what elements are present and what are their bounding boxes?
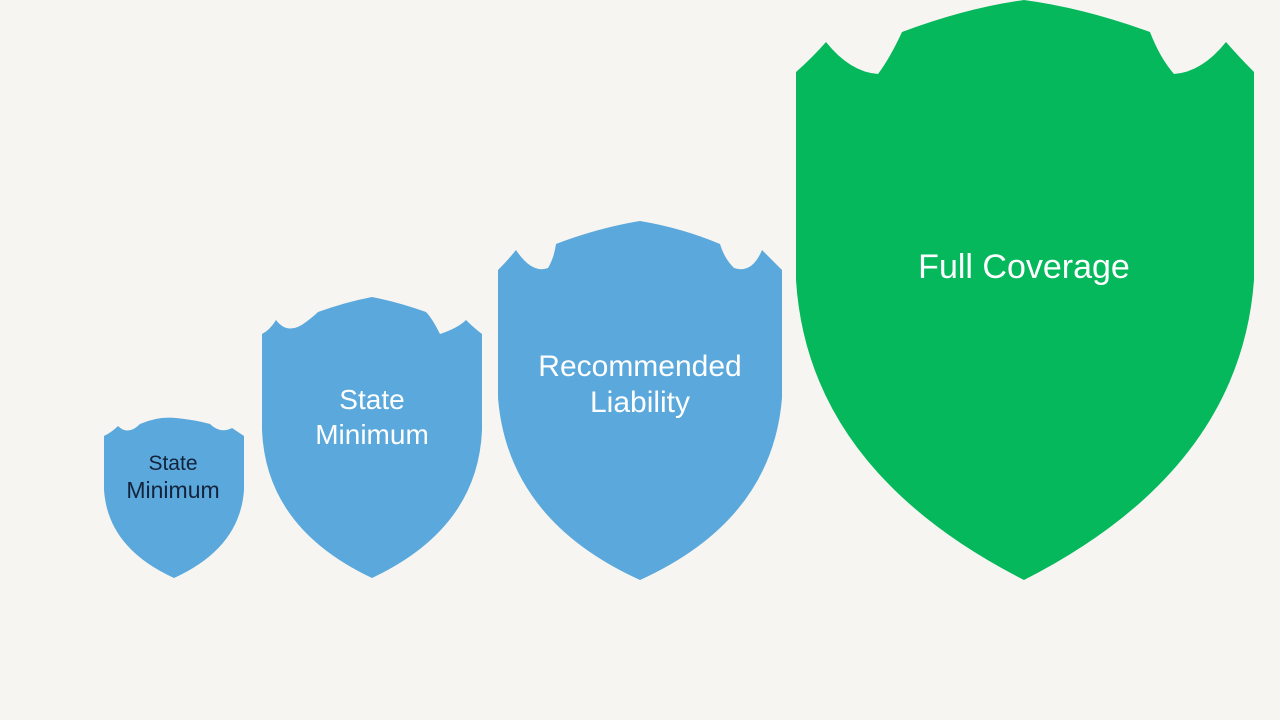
shield-state-minimum-small: State Minimum — [104, 417, 244, 578]
shield-recommended-liability: Recommended Liability — [498, 221, 782, 580]
shield-recommended-liability-shape — [498, 221, 782, 580]
shield-state-minimum-small-label-line-2: Minimum — [126, 477, 219, 503]
shield-full-coverage-shape — [796, 0, 1254, 580]
shield-recommended-liability-label-line-2: Liability — [590, 386, 690, 419]
shield-recommended-liability-label-line-1: Recommended — [538, 350, 741, 383]
shield-state-minimum-shape — [262, 297, 482, 578]
shield-full-coverage: Full Coverage — [796, 0, 1254, 580]
shield-state-minimum: State Minimum — [262, 297, 482, 578]
shield-state-minimum-label-line-1: State — [339, 384, 404, 415]
shield-full-coverage-label-line-1: Full Coverage — [918, 248, 1130, 286]
shield-state-minimum-label-line-2: Minimum — [315, 419, 429, 450]
shield-state-minimum-small-shape — [104, 417, 244, 578]
shield-state-minimum-small-label-line-1: State — [148, 452, 197, 475]
